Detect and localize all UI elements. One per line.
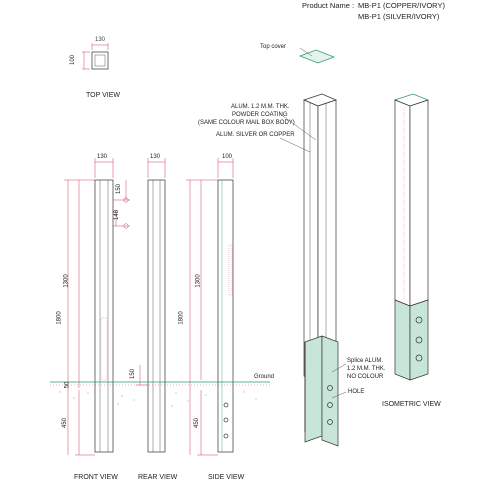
elevation-dimensions: [64, 158, 234, 456]
rear-dim-150: 150: [130, 368, 137, 380]
front-dim-width: 130: [97, 154, 108, 160]
front-dim-450: 450: [62, 417, 69, 429]
note-same-colour: (SAME COLOUR MAIL BOX BODY): [198, 120, 295, 126]
rear-view-drawing: [147, 179, 166, 453]
ground-line: [50, 381, 270, 386]
rear-view-title: REAR VIEW: [138, 474, 178, 481]
side-view-drawing: [217, 179, 234, 453]
side-dim-width: 100: [222, 154, 233, 160]
top-cover-label: Top cover: [260, 44, 287, 50]
splice-label-2: 1.2 M.M. THK.: [347, 366, 386, 372]
isometric-view-title: ISOMETRIC VIEW: [382, 401, 441, 408]
note-alum-silver: ALUM. SILVER OR COPPER: [216, 132, 295, 138]
note-powder: POWDER COATING: [232, 112, 288, 118]
side-dim-450: 450: [194, 417, 201, 429]
product-name-2: MB-P1 (SILVER/IVORY): [358, 12, 440, 21]
soil-hatch: [59, 391, 257, 407]
splice-bracket: [304, 335, 339, 447]
splice-label-3: NO COLOUR: [347, 374, 384, 380]
side-dim-1800: 1800: [178, 311, 185, 325]
front-dim-148: 148: [114, 209, 121, 221]
front-dim-50: 50: [64, 381, 71, 389]
top-view-dim-width: 130: [95, 37, 106, 43]
note-alum-thk: ALUM. 1.2 M.M. THK.: [231, 104, 290, 110]
top-cover: [299, 49, 335, 64]
top-view-title: TOP VIEW: [86, 92, 120, 99]
top-view-dim-height: 100: [70, 54, 77, 66]
front-view-title: FRONT VIEW: [74, 474, 118, 481]
side-view-title: SIDE VIEW: [208, 474, 245, 481]
front-dim-1800: 1800: [56, 311, 63, 325]
front-dim-1300: 1300: [63, 274, 70, 288]
product-name-label: Product Name :: [302, 1, 355, 10]
top-view-dimensions: [82, 43, 109, 70]
rear-dim-width: 130: [150, 154, 161, 160]
product-name-1: MB-P1 (COPPER/IVORY): [358, 1, 445, 10]
front-view-drawing: [94, 179, 114, 453]
ground-label: Ground: [254, 374, 275, 380]
front-dim-150: 150: [116, 183, 123, 195]
leader-lines: [279, 47, 347, 399]
splice-label-1: Splice ALUM.: [347, 358, 384, 364]
isometric-post-right: [393, 93, 430, 381]
hole-label: HOLE: [348, 389, 365, 395]
top-view-drawing: [91, 51, 109, 70]
side-dim-1300: 1300: [195, 274, 202, 288]
